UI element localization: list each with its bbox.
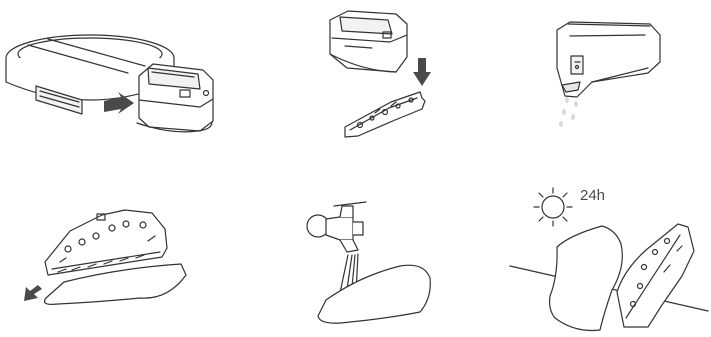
mop-cloth-wash-illustration: [318, 265, 430, 323]
down-arrow-icon: [413, 58, 431, 86]
water-tank-side-illustration: [557, 22, 660, 97]
mop-cloth-hanging-illustration: [550, 226, 623, 331]
dry-time-label: 24h: [580, 187, 605, 204]
panel-wash-mop-cloth: [307, 202, 430, 323]
panel-dry-mop-cloth: 24h: [510, 187, 708, 331]
faucet-illustration: [307, 202, 366, 252]
mop-bracket-hanging-illustration: [617, 224, 694, 327]
panel-pull-mop-cloth: [24, 210, 186, 304]
water-tank-top-illustration: [330, 11, 407, 72]
water-tank-illustration: [137, 64, 213, 132]
panel-drip-water: [557, 22, 660, 127]
pull-down-arrow-icon: [24, 285, 42, 301]
panel-remove-tank: [6, 35, 213, 132]
panel-tank-mop-separate: [330, 11, 431, 137]
mop-bracket-illustration: [345, 92, 425, 137]
sun-icon: [534, 188, 572, 226]
water-drops-illustration: [559, 97, 578, 127]
mop-bracket-front-illustration: [45, 210, 167, 275]
